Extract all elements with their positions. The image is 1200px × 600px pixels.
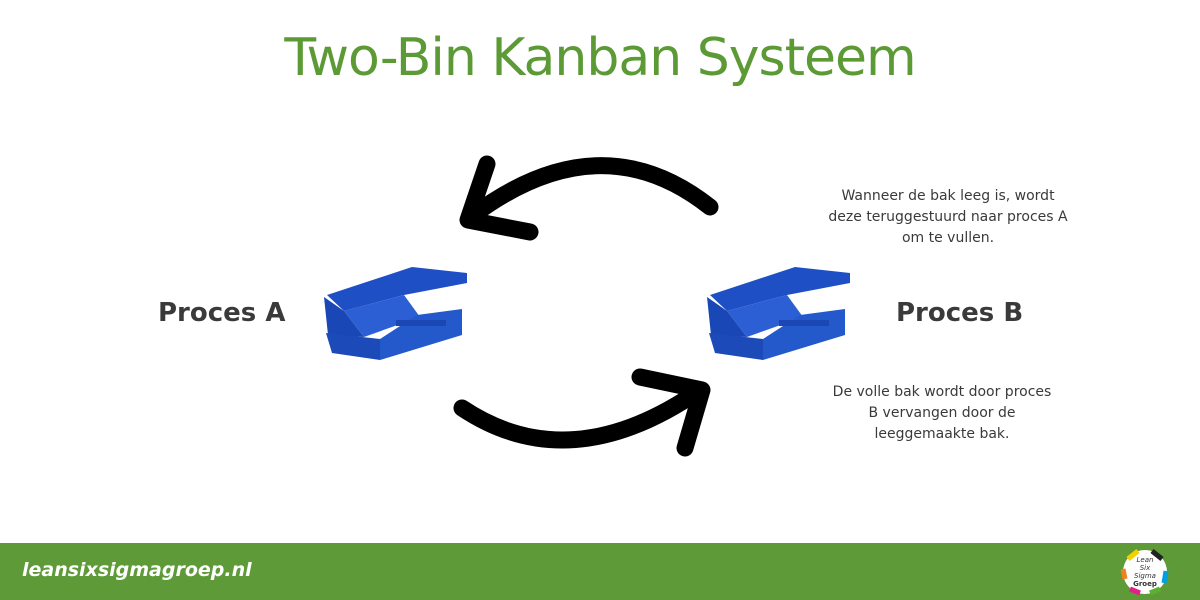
svg-text:Groep: Groep xyxy=(1133,580,1157,588)
website-link[interactable]: leansixsigmagroep.nl xyxy=(22,559,252,581)
svg-text:Six: Six xyxy=(1140,564,1151,572)
process-b-label: Proces B xyxy=(896,298,1024,328)
note-empty-bin: Wanneer de bak leeg is, wordt deze terug… xyxy=(828,188,1068,246)
lean-six-sigma-logo: Lean Six Sigma Groep xyxy=(1120,549,1169,596)
bin-a-icon xyxy=(324,267,467,360)
svg-text:Lean: Lean xyxy=(1137,556,1154,564)
bin-b-icon xyxy=(707,267,850,360)
svg-text:Sigma: Sigma xyxy=(1134,572,1156,580)
process-a-label: Proces A xyxy=(158,298,286,328)
footer-bar: leansixsigmagroep.nl Lean Six Sigma Groe… xyxy=(0,543,1200,600)
page-title: Two-Bin Kanban Systeem xyxy=(284,28,916,88)
note-full-bin: De volle bak wordt door proces B vervang… xyxy=(832,384,1052,442)
